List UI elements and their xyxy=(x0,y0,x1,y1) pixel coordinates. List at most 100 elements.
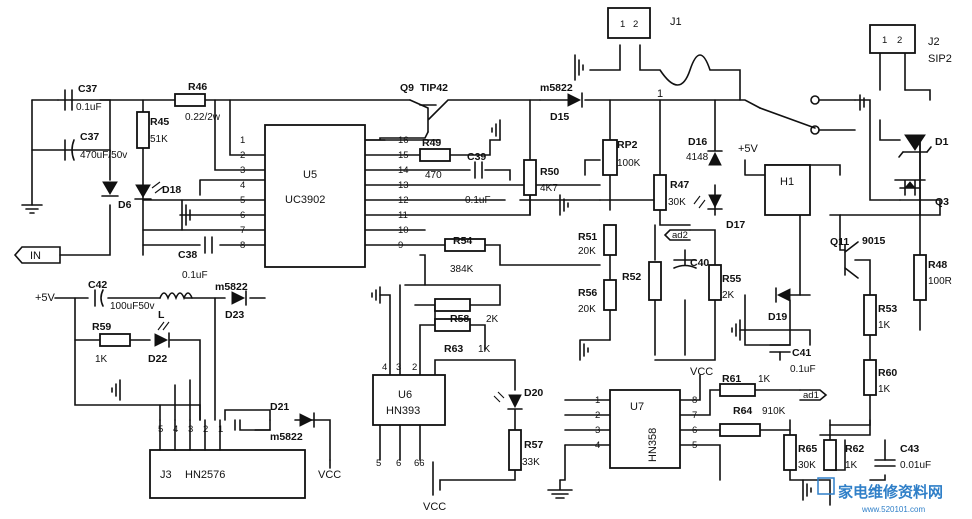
ground-13 xyxy=(802,479,812,501)
j1-pin-2: 2 xyxy=(633,19,638,30)
ground-10 xyxy=(859,94,865,111)
rp2-value: 100K xyxy=(617,158,641,169)
c37a-ref: C37 xyxy=(78,83,97,95)
resistor-r62 xyxy=(823,439,837,471)
vcc-u7-label: VCC xyxy=(690,366,713,378)
r48-ref: R48 xyxy=(928,259,947,271)
led-d18 xyxy=(134,181,164,200)
r53-ref: R53 xyxy=(878,303,897,315)
j2-pin-2: 2 xyxy=(897,35,902,46)
diodes xyxy=(101,92,932,428)
r54-value: 384K xyxy=(450,264,474,275)
c41-ref: C41 xyxy=(792,347,811,359)
resistor-r47 xyxy=(653,174,667,211)
d6-ref: D6 xyxy=(118,199,132,211)
connector-j2: 1 2 J2 SIP2 xyxy=(869,24,952,65)
u3-pin-5: 5 xyxy=(158,424,163,435)
u6-part: HN393 xyxy=(386,405,420,417)
r58-ref: R58 xyxy=(450,313,469,325)
u5-pin-12: 12 xyxy=(398,195,409,206)
capacitor-c39 xyxy=(474,161,483,179)
u5-pin-4: 4 xyxy=(240,180,245,191)
r47-ref: R47 xyxy=(670,179,689,191)
c37a-value: 0.1uF xyxy=(76,102,102,113)
u3-pin-2: 2 xyxy=(203,424,208,435)
u5-pin-7: 7 xyxy=(240,225,245,236)
u6-pin-3: 3 xyxy=(396,362,401,373)
resistor-r59 xyxy=(99,333,131,347)
resistor-r51 xyxy=(603,224,617,256)
r45-value: 51K xyxy=(150,134,168,145)
u7-pin-8: 8 xyxy=(692,395,697,406)
inductor-ref: L xyxy=(158,309,165,321)
c39-ref: C39 xyxy=(467,151,486,163)
ground-1 xyxy=(21,204,43,214)
q3-ref: Q3 xyxy=(935,196,949,208)
capacitor-c42 xyxy=(94,289,104,307)
c43-value: 0.01uF xyxy=(900,460,931,471)
r56-ref: R56 xyxy=(578,287,597,299)
component-labels: C37 0.1uF C37 470uF/50v R46 0.22/2w R45 … xyxy=(76,81,952,471)
ground-11 xyxy=(111,379,121,401)
plus5v-left-label: +5V xyxy=(35,292,56,304)
resistor-r65 xyxy=(783,434,797,471)
q11-ref: Q11 xyxy=(830,236,849,248)
r63-ref: R63 xyxy=(444,343,463,355)
resistor-r57 xyxy=(508,429,522,471)
r59-value: 1K xyxy=(95,354,108,365)
q11-value: 9015 xyxy=(862,235,886,247)
capacitor-c43 xyxy=(874,459,896,467)
u5-pin-8: 8 xyxy=(240,240,245,251)
r45-ref: R45 xyxy=(150,116,169,128)
q9-ref: Q9 xyxy=(400,82,414,94)
ic-u6: U6 HN393 4 3 2 5 6 66 xyxy=(372,362,446,469)
c43-ref: C43 xyxy=(900,443,919,455)
resistor-r53 xyxy=(863,294,877,336)
ground-12 xyxy=(547,479,573,499)
capacitor-c41 xyxy=(769,344,791,361)
u7-pin-2: 2 xyxy=(595,410,600,421)
watermark-url: www.520101.com xyxy=(861,505,925,514)
r49-ref: R49 xyxy=(422,137,441,149)
u7-pin-7: 7 xyxy=(692,410,697,421)
transistor-q11 xyxy=(844,241,859,279)
resistor-r50 xyxy=(523,159,537,196)
h1-ref: H1 xyxy=(780,176,794,188)
u5-pin-6: 6 xyxy=(240,210,245,221)
r59-ref: R59 xyxy=(92,321,111,333)
c37b-value: 470uF/50v xyxy=(80,150,127,161)
capacitor-c37a xyxy=(64,89,73,111)
ground-9 xyxy=(731,319,741,341)
j2-ref: J2 xyxy=(928,36,940,48)
u5-pin-2: 2 xyxy=(240,150,245,161)
c40-ref: C40 xyxy=(690,257,709,269)
d23-value: m5822 xyxy=(215,281,248,293)
resistor-r64 xyxy=(719,423,761,437)
ground-7 xyxy=(371,286,381,304)
ground-symbols xyxy=(21,54,865,501)
ic-u7: U7 HN358 1 2 3 4 8 7 6 5 xyxy=(595,389,697,469)
u6-pin-6: 6 xyxy=(396,458,401,469)
ad1-port-shape xyxy=(799,389,828,401)
resistor-r55 xyxy=(708,264,722,301)
r55-ref: R55 xyxy=(722,273,741,285)
u6-pin-5: 5 xyxy=(376,458,381,469)
diode-d6 xyxy=(101,181,119,197)
d16-ref: D16 xyxy=(688,136,707,148)
u3-pin-4: 4 xyxy=(173,424,178,435)
u5-pin-11: 11 xyxy=(398,210,408,221)
plus5v-top-label: +5V xyxy=(738,143,759,155)
r64-value: 910K xyxy=(762,406,786,417)
u5-pin-9: 9 xyxy=(398,240,403,251)
d15-ref: D15 xyxy=(550,111,569,123)
capacitors xyxy=(64,89,896,467)
u5-pin-10: 10 xyxy=(398,225,409,236)
r49-value: 470 xyxy=(425,170,442,181)
resistor-r45 xyxy=(136,111,150,149)
ic-u3: J3 HN2576 5 4 3 2 1 xyxy=(149,419,306,499)
u5-pin-15: 15 xyxy=(398,150,409,161)
ground-8 xyxy=(579,339,611,361)
u5-pin-14: 14 xyxy=(398,165,409,176)
diode-d21 xyxy=(299,412,315,428)
